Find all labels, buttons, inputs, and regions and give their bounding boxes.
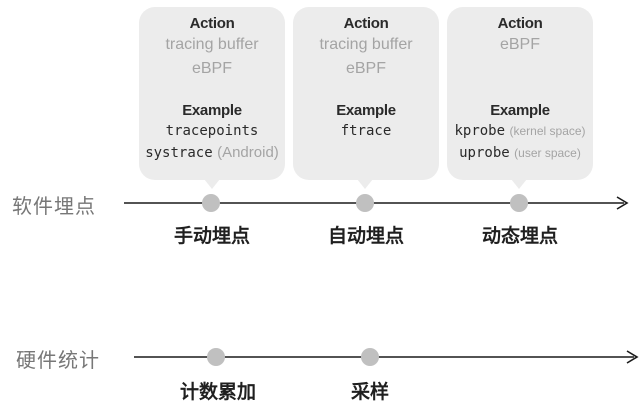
example-note: (user space) [514, 146, 581, 160]
example-line: systrace (Android) [139, 142, 285, 164]
node-sampling-dot [361, 348, 379, 366]
example-note: (Android) [217, 144, 279, 161]
node-label-auto: 自动埋点 [327, 225, 405, 247]
example-code: ftrace [340, 123, 392, 139]
card-dynamic-tracing: Action eBPF Example kprobe (kernel space… [447, 7, 593, 189]
node-label-counter: 计数累加 [179, 381, 257, 403]
node-label-sampling: 采样 [350, 381, 390, 403]
node-counter-dot [207, 348, 225, 366]
card-pointer [511, 179, 527, 189]
example-line: kprobe (kernel space) [447, 120, 593, 142]
node-manual-dot [202, 194, 220, 212]
action-item: eBPF [191, 60, 232, 77]
example-line: uprobe (user space) [447, 142, 593, 164]
example-heading: Example [490, 102, 550, 119]
card-pointer [204, 179, 220, 189]
action-heading: Action [497, 15, 543, 32]
card-manual-tracing: Action tracing buffer eBPF Example trace… [139, 7, 285, 189]
hardware-axis-arrowhead [626, 350, 639, 364]
row-label-software: 软件埋点 [12, 194, 96, 218]
example-note: (kernel space) [509, 124, 586, 138]
action-item: tracing buffer [165, 36, 259, 53]
example-line: ftrace [293, 120, 439, 142]
example-code: tracepoints [165, 123, 259, 139]
node-label-manual: 手动埋点 [173, 225, 251, 247]
node-dynamic-dot [510, 194, 528, 212]
example-heading: Example [182, 102, 242, 119]
example-line: tracepoints [139, 120, 285, 142]
action-item: eBPF [499, 36, 540, 53]
example-code: kprobe [454, 123, 506, 139]
node-label-dynamic: 动态埋点 [481, 225, 559, 247]
row-label-hardware: 硬件统计 [16, 348, 100, 372]
example-code: systrace [145, 145, 213, 161]
action-item: eBPF [345, 60, 386, 77]
example-heading: Example [336, 102, 396, 119]
action-heading: Action [189, 15, 235, 32]
node-auto-dot [356, 194, 374, 212]
example-code: uprobe [459, 145, 510, 161]
action-heading: Action [343, 15, 389, 32]
card-pointer [357, 179, 373, 189]
software-axis-arrowhead [616, 196, 629, 210]
card-auto-tracing: Action tracing buffer eBPF Example ftrac… [293, 7, 439, 189]
action-item: tracing buffer [319, 36, 413, 53]
